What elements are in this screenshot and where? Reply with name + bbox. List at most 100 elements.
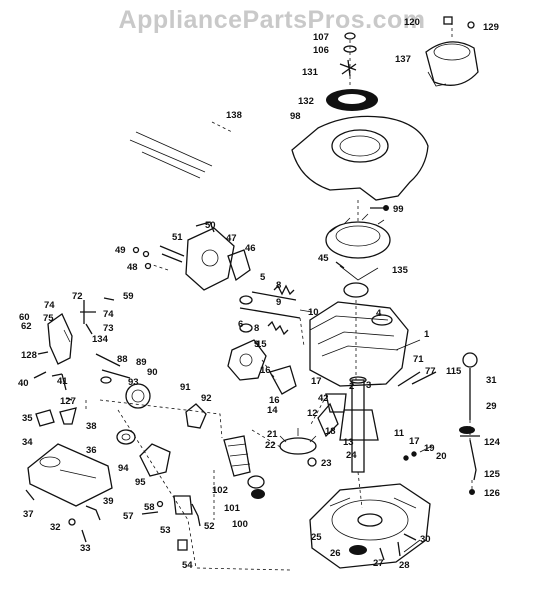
part-label-90: 90 (147, 367, 158, 378)
part-1-cylinder-block (309, 301, 421, 387)
part-label-45: 45 (318, 253, 329, 264)
part-23-washer (307, 457, 317, 467)
part-126-grommet (469, 489, 475, 495)
part-115-71-77-screws (397, 371, 437, 387)
part-101-pinion (247, 475, 265, 489)
part-53-ignition (173, 495, 193, 515)
part-72-control-lever (80, 300, 96, 324)
part-45-key (335, 261, 345, 269)
part-99-screw (370, 205, 389, 211)
part-label-115: 115 (446, 366, 462, 377)
part-25-crankcase-cover (309, 483, 431, 569)
part-15-breather (227, 339, 267, 381)
part-label-99: 99 (393, 204, 404, 215)
part-label-107: 107 (313, 32, 329, 43)
part-54-plug (177, 539, 188, 551)
part-label-9: 9 (254, 339, 259, 350)
part-46-gasket (227, 249, 251, 282)
part-26-seal (349, 545, 367, 555)
part-label-51: 51 (172, 232, 183, 243)
part-label-129: 129 (483, 22, 499, 33)
part-38-bracket (59, 407, 77, 425)
part-19-screws (403, 445, 433, 461)
part-52-wire (191, 503, 201, 527)
part-label-50: 50 (205, 220, 216, 231)
part-label-35: 35 (22, 413, 33, 424)
part-label-95: 95 (135, 477, 146, 488)
part-label-2: 2 (349, 381, 354, 392)
part-label-60: 60 (19, 312, 30, 323)
part-label-74: 74 (103, 309, 114, 320)
part-label-53: 53 (160, 525, 171, 536)
part-98-blower-housing (291, 115, 429, 201)
part-107-nut (344, 32, 356, 40)
part-label-21: 21 (267, 429, 278, 440)
part-label-40: 40 (18, 378, 29, 389)
part-label-75: 75 (43, 313, 54, 324)
part-27-28-screws (379, 541, 401, 561)
part-57-58-screws (141, 500, 164, 515)
part-128-screw (37, 351, 49, 355)
part-30-bolt (403, 533, 417, 541)
part-label-8: 8 (254, 323, 259, 334)
part-label-126: 126 (484, 488, 500, 499)
part-label-77: 77 (425, 366, 436, 377)
part-label-88: 88 (117, 354, 128, 365)
part-label-98: 98 (290, 111, 301, 122)
part-label-26: 26 (330, 548, 341, 559)
part-label-18: 18 (325, 426, 336, 437)
part-label-59: 59 (123, 291, 134, 302)
part-37-screw (25, 489, 35, 501)
part-label-39: 39 (103, 496, 114, 507)
part-label-71: 71 (413, 354, 424, 365)
part-124-tube (460, 435, 480, 481)
part-label-62: 62 (21, 321, 32, 332)
part-label-52: 52 (204, 521, 215, 532)
part-95-filter (139, 443, 171, 477)
part-138-tool (129, 121, 233, 179)
part-label-48: 48 (127, 262, 138, 273)
part-16-gasket (269, 365, 297, 395)
part-label-27: 27 (373, 558, 384, 569)
part-132-filter-ring (326, 89, 378, 111)
part-label-100: 100 (232, 519, 248, 530)
part-102-starter (223, 435, 251, 477)
part-label-31: 31 (486, 375, 497, 386)
part-label-106: 106 (313, 45, 329, 56)
part-42-piston (325, 393, 347, 413)
part-48-screw (144, 262, 152, 270)
part-100-cap (251, 489, 265, 499)
part-label-102: 102 (212, 485, 228, 496)
part-label-29: 29 (486, 401, 497, 412)
part-36-base-plate (27, 443, 113, 507)
part-label-42: 42 (318, 393, 329, 404)
part-label-32: 32 (50, 522, 61, 533)
part-131-clip (339, 59, 357, 77)
part-label-137: 137 (395, 54, 411, 65)
part-73-rod (85, 323, 93, 335)
part-label-89: 89 (136, 357, 147, 368)
part-127-link (61, 373, 73, 401)
part-label-13: 13 (343, 437, 354, 448)
part-31-dipstick (462, 352, 478, 420)
part-label-101: 101 (224, 503, 241, 514)
part-40-41-screws (33, 371, 63, 379)
part-label-16: 16 (260, 365, 271, 376)
assembly-lines (85, 22, 473, 571)
part-label-19: 19 (424, 443, 435, 454)
part-label-3: 3 (366, 380, 371, 391)
part-label-23: 23 (321, 458, 332, 469)
part-129-screw (467, 21, 475, 29)
part-label-16: 16 (269, 395, 280, 406)
part-35-clip (35, 409, 55, 427)
part-label-20: 20 (436, 451, 447, 462)
part-39-spring (85, 505, 101, 521)
part-label-12: 12 (307, 408, 318, 419)
part-22-cam-gear (279, 428, 317, 455)
part-59-screw (103, 297, 115, 301)
part-60-bracket (47, 313, 73, 365)
part-135-flywheel (325, 213, 391, 298)
part-label-24: 24 (346, 450, 357, 461)
part-label-11: 11 (394, 428, 405, 439)
